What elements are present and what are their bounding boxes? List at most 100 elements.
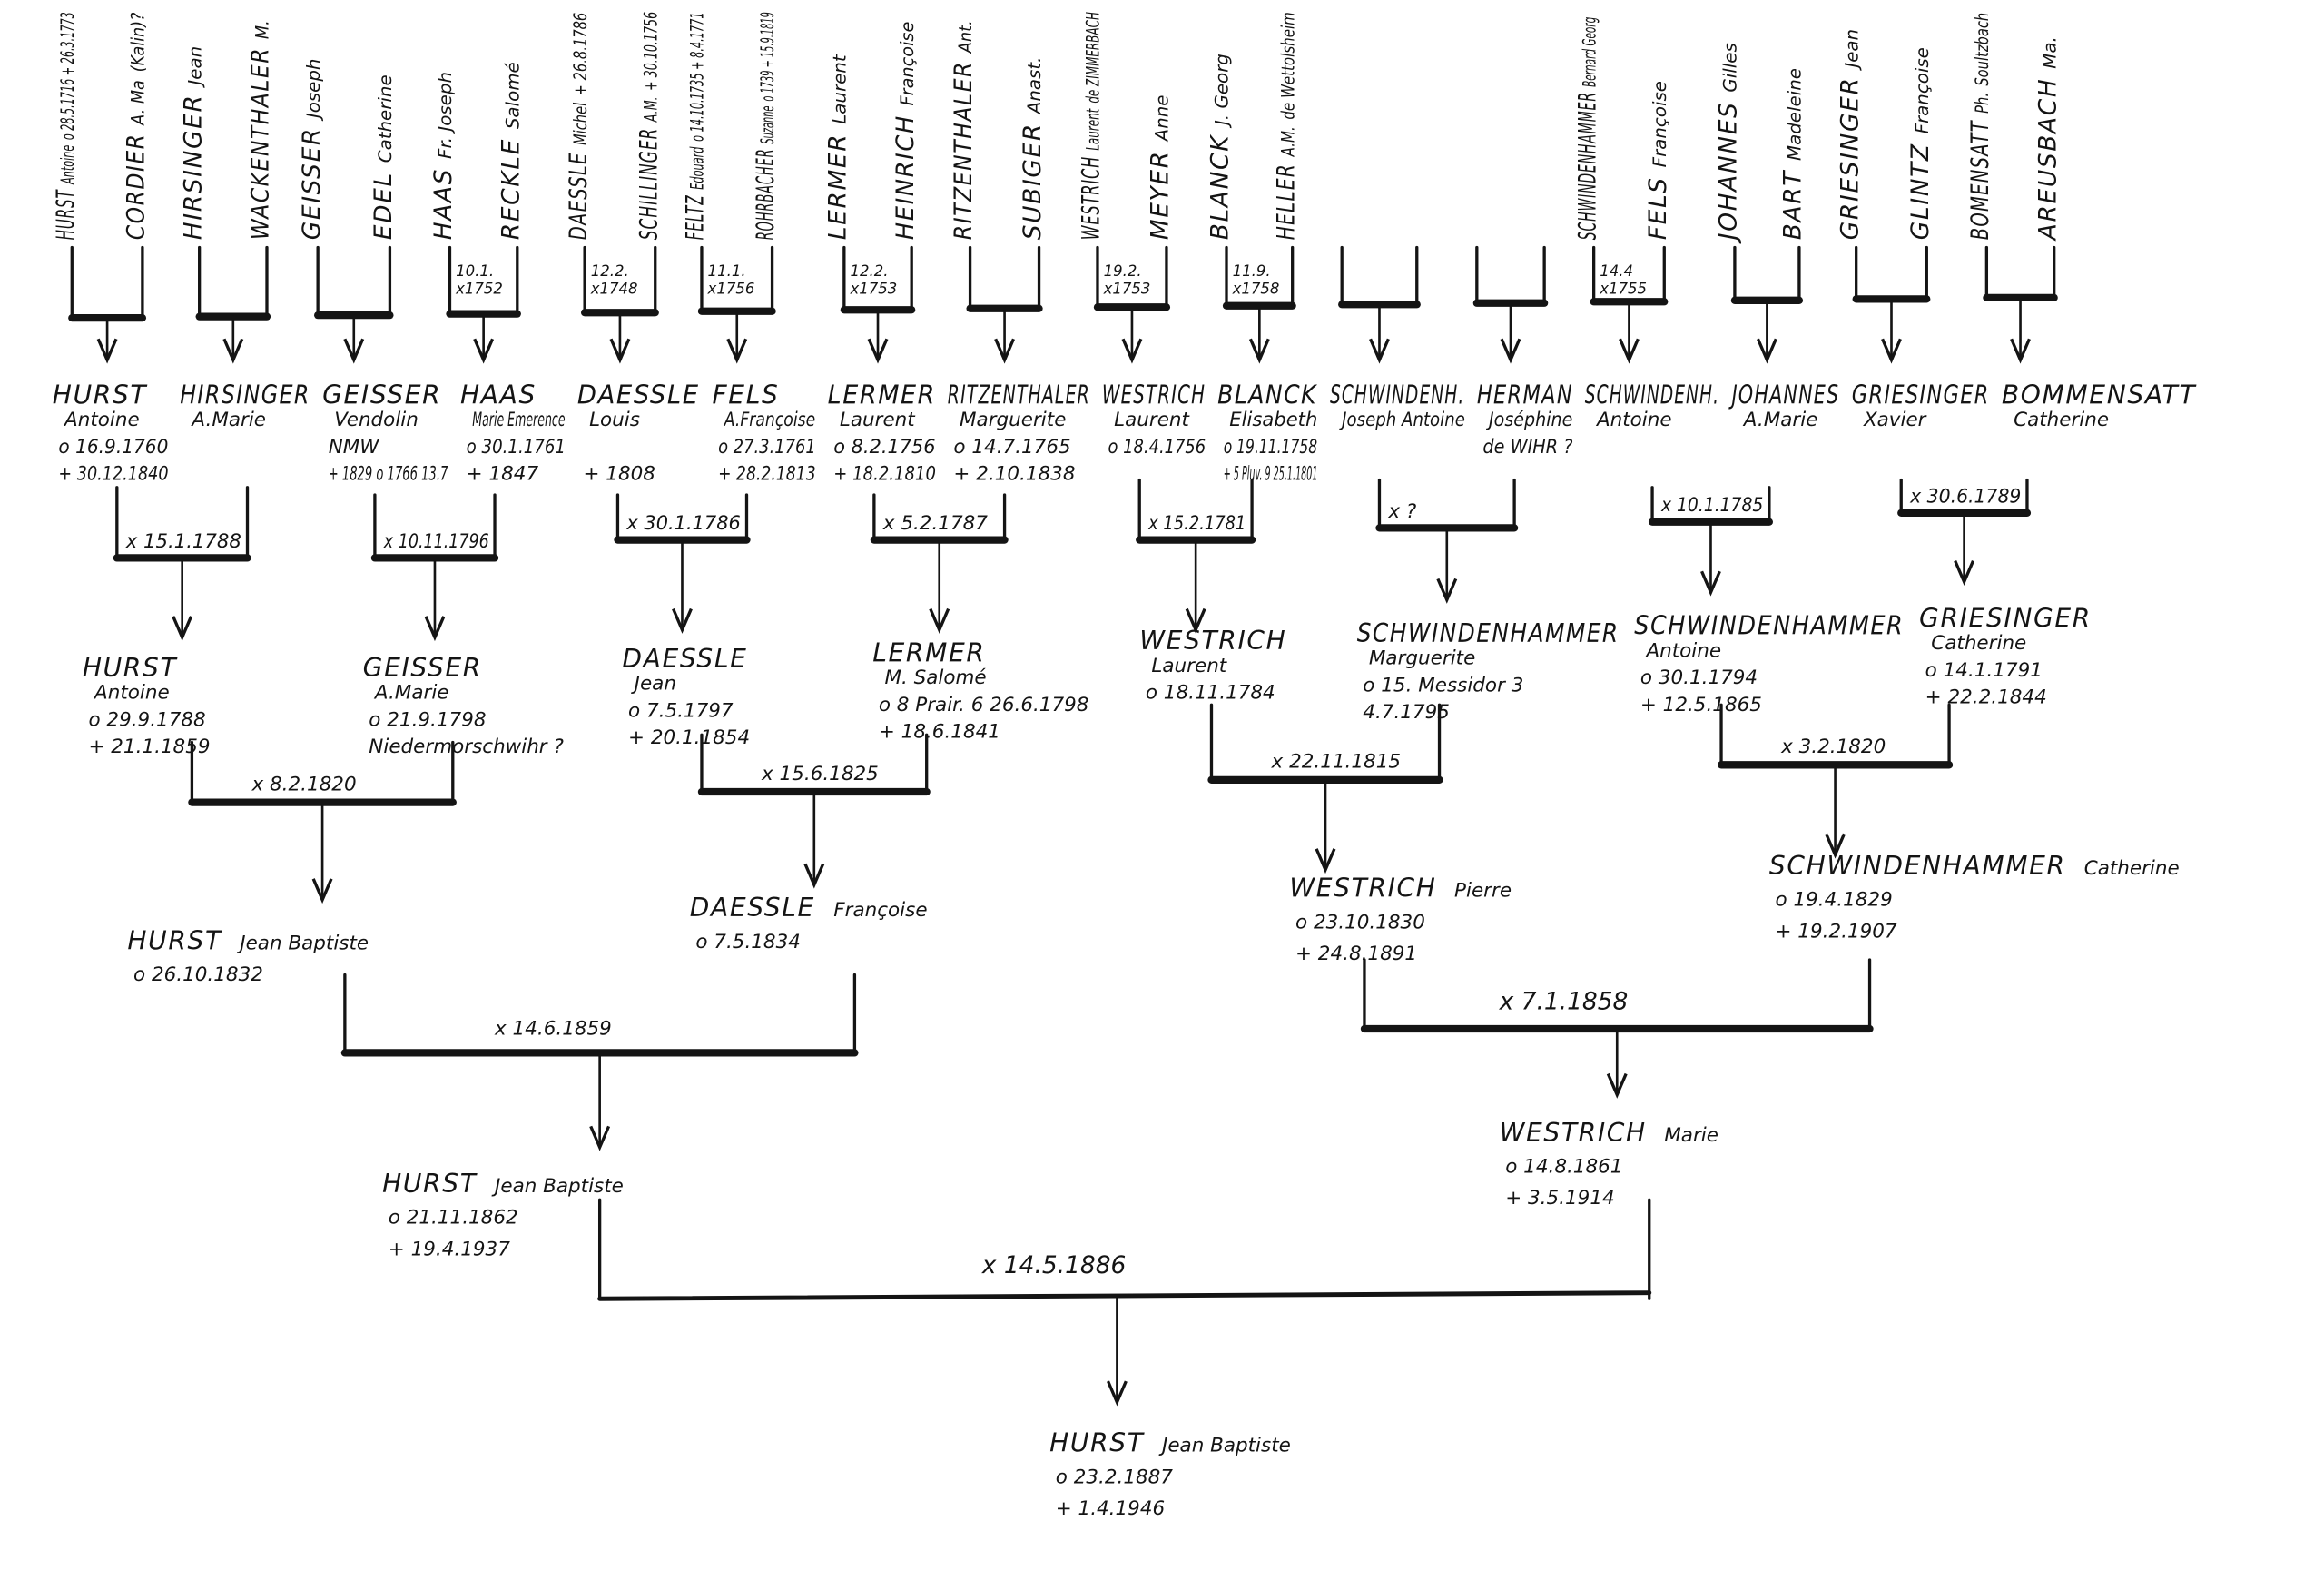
given-name: Ma. <box>2039 36 2061 69</box>
arrow-down-icon <box>1369 338 1390 364</box>
gen3-person-5-given: Marguerite <box>1368 647 1476 671</box>
given-name: Françoise <box>1911 47 1933 134</box>
gen4-person-9-surname: BLANCK <box>1217 380 1317 411</box>
gen3-person-6-given: Antoine <box>1646 640 1722 664</box>
surname: LERMER <box>822 133 852 241</box>
surname: JOHANNES <box>1713 101 1743 241</box>
gen3-person-2-surname: DAESSLE <box>622 645 748 676</box>
gen4-person-5-surname: FELS <box>712 380 780 411</box>
gen4-person-3-birth: o 30.1.1761 <box>466 436 566 459</box>
gen5-person-8-a: WESTRICHLaurentde ZIMMERBACH <box>1077 12 1105 240</box>
gen3-person-4-given: Laurent <box>1151 655 1227 678</box>
note: + 30.10.1756 <box>640 11 662 91</box>
gen5-person-13-a: JOHANNES Gilles <box>1713 34 1743 241</box>
gen3-person-7-given: Catherine <box>1931 632 2027 656</box>
given-name: Suzanne <box>757 105 779 144</box>
surname: HURST <box>51 189 80 241</box>
given-name: Antoine <box>56 144 78 184</box>
arrow-down-icon <box>473 338 495 364</box>
gen3-person-6-surname: SCHWINDENHAMMER <box>1634 611 1905 642</box>
gen4-person-6-death: + 18.2.1810 <box>833 463 936 487</box>
surname: BART <box>1777 169 1807 241</box>
gen5-person-12-b: FELSFrançoise <box>1643 72 1671 240</box>
gen4-person-9-death: + 5 Pluv. 9 25.1.1801 <box>1223 463 1318 487</box>
gen5-person-4-a: DAESSLEMichel+ 26.8.1786 <box>564 13 592 241</box>
given-name: Gilles <box>1719 43 1741 93</box>
surname: GLINTZ <box>1905 143 1935 241</box>
arrow-down-icon <box>1436 578 1458 604</box>
root-person-surname: HURST <box>1049 1428 1145 1460</box>
surname: SUBIGER <box>1018 123 1047 241</box>
gen4-person-15-given: Catherine <box>2014 409 2110 432</box>
gen4-person-0-death: + 30.12.1840 <box>58 463 169 487</box>
surname: HIRSINGER <box>178 94 207 241</box>
surname: BOMENSATT <box>1965 120 1994 241</box>
gen2-person-1-surname: DAESSLE <box>689 894 815 924</box>
gen4-person-12-surname: SCHWINDENH. <box>1584 380 1720 411</box>
gen4-marriage-date: x 30.1.1786 <box>626 512 741 536</box>
gen5-person-4-b: SCHILLINGERA.M.+ 30.10.1756 <box>635 11 663 240</box>
gen4-marriage-date: x ? <box>1388 500 1417 524</box>
arrow-down-icon <box>172 616 193 642</box>
given-name: Catherine <box>374 74 397 163</box>
gen4-person-3-surname: HAAS <box>460 380 537 411</box>
given-name: Laurent <box>829 54 851 124</box>
gen5-person-7-b: SUBIGERAnast. <box>1018 48 1047 241</box>
surname: WACKENTHALER <box>245 46 275 241</box>
surname: EDEL <box>369 172 398 241</box>
given-name: Joseph <box>302 58 324 119</box>
gen3-person-1-surname: GEISSER <box>362 654 482 685</box>
note: de Wettolsheim <box>1277 12 1299 120</box>
gen3-person-4-surname: WESTRICH <box>1139 627 1287 657</box>
gen5-person-13-b: BARTMadeleine <box>1777 59 1807 241</box>
surname: HAAS <box>428 167 458 241</box>
arrow-down-icon <box>343 338 365 364</box>
gen5-person-8-b: MEYERAnne <box>1145 86 1175 241</box>
gen5-person-9-b: HELLERA.M.de Wettolsheim <box>1272 12 1300 240</box>
gen3-person-0-birth: o 29.9.1788 <box>88 709 206 732</box>
gen2-person-1-birth: o 7.5.1834 <box>695 931 801 954</box>
arrow-down-icon <box>1107 1380 1128 1407</box>
gen4-person-14-given: Xavier <box>1863 409 1926 432</box>
gen3-marriage-date: x 3.2.1820 <box>1781 736 1886 759</box>
gen3-person-2-death: + 20.1.1854 <box>628 727 751 750</box>
gen5-person-6-a: LERMER Laurent <box>822 45 852 241</box>
arrow-down-icon <box>994 338 1015 364</box>
given-name: Michel <box>569 102 591 146</box>
gen4-person-11-surname: HERMAN <box>1476 380 1574 411</box>
gen4-person-0-surname: HURST <box>52 380 148 411</box>
gen3-person-0-death: + 21.1.1859 <box>88 736 211 759</box>
gen1-person-1-given: Marie <box>1664 1124 1718 1148</box>
gen3-person-3-given: M. Salomé <box>884 667 987 690</box>
given-name: Jean <box>1841 28 1863 68</box>
gen4-person-10-given: Joseph Antoine <box>1342 409 1465 432</box>
surname: BLANCK <box>1205 133 1235 241</box>
gen1-person-0-given: Jean Baptiste <box>495 1175 624 1199</box>
gen3-marriage-date: x 8.2.1820 <box>251 774 357 796</box>
gen2-person-3-surname: SCHWINDENHAMMER <box>1768 852 2066 883</box>
arrow-down-icon <box>1121 338 1143 364</box>
gen1-person-1-surname: WESTRICH <box>1499 1119 1647 1150</box>
gen4-person-13-surname: JOHANNES <box>1731 380 1840 411</box>
gen2-person-3-death: + 19.2.1907 <box>1775 921 1897 943</box>
gen5-person-1-b: WACKENTHALERM. <box>245 13 275 241</box>
gen3-person-5-birth: o 15. Messidor 3 <box>1363 675 1524 697</box>
gen4-person-3-given: Marie Emerence <box>472 409 566 432</box>
gen3-marriage-date: x 15.6.1825 <box>762 763 879 786</box>
gen5-person-9-a: BLANCKJ. Georg <box>1205 44 1235 241</box>
gen2-person-2-birth: o 23.10.1830 <box>1295 912 1425 934</box>
gen3-person-6-death: + 12.5.1865 <box>1640 694 1762 717</box>
given-name: A. Ma <box>127 80 149 125</box>
arrow-down-icon <box>311 878 333 904</box>
gen4-person-11-birth: de WIHR ? <box>1482 436 1573 459</box>
surname: CORDIER <box>121 133 151 241</box>
surname: RITZENTHALER <box>949 61 978 241</box>
gen5-marriage-date: 11.1. x1756 <box>707 263 755 299</box>
note: de ZIMMERBACH <box>1082 12 1104 104</box>
gen5-marriage-date: 11.9. x1758 <box>1232 263 1280 299</box>
gen5-marriage-date: 12.2. x1753 <box>850 263 898 299</box>
surname: MEYER <box>1145 150 1175 241</box>
gen5-person-6-b: HEINRICHFrançoise <box>891 13 919 241</box>
